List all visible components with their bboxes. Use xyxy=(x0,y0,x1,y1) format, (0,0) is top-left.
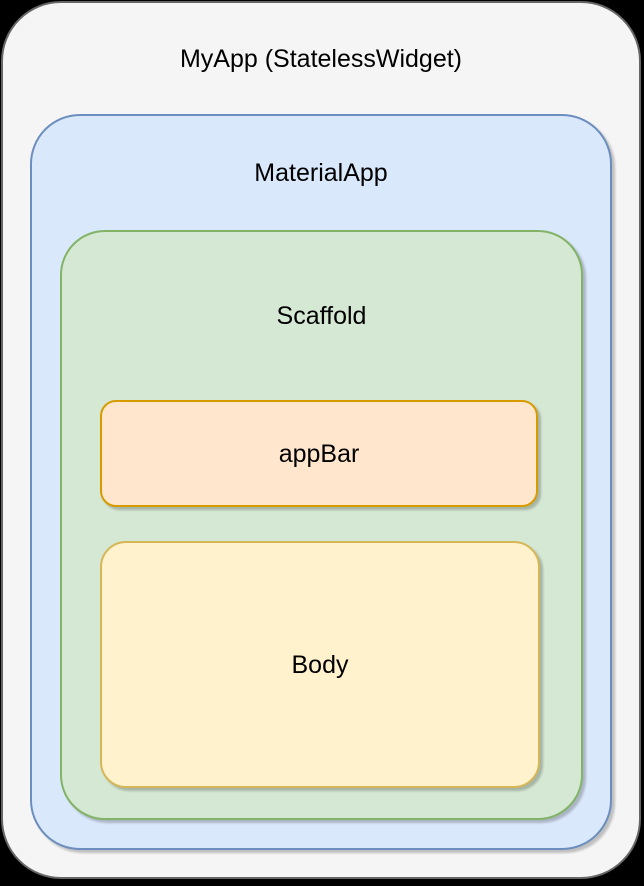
materialapp-node: MaterialApp Scaffold appBar Body xyxy=(30,114,612,850)
body-node: Body xyxy=(100,541,540,788)
appbar-label: appBar xyxy=(278,439,360,468)
materialapp-label: MaterialApp xyxy=(254,159,388,187)
appbar-node: appBar xyxy=(100,400,538,507)
body-label: Body xyxy=(291,650,349,679)
scaffold-node: Scaffold appBar Body xyxy=(60,230,583,820)
scaffold-label: Scaffold xyxy=(276,302,367,330)
myapp-label: MyApp (StatelessWidget) xyxy=(179,45,463,73)
